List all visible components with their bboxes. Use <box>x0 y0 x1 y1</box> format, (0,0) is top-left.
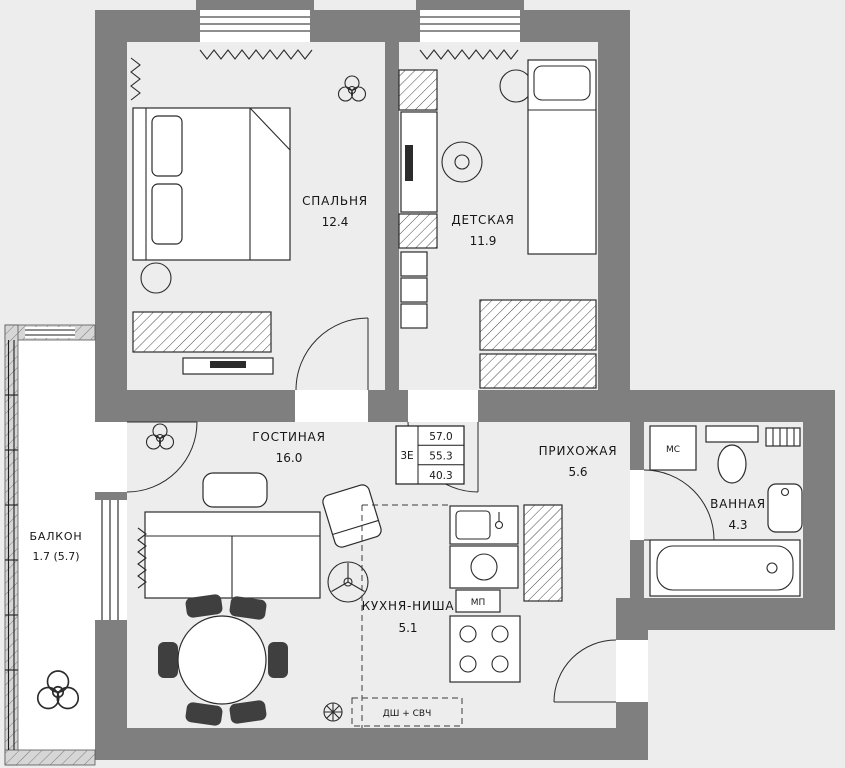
balcony-label: БАЛКОН 1.7 (5.7) <box>30 530 83 563</box>
living-furniture <box>137 423 382 726</box>
bedroom-label: СПАЛЬНЯ 12.4 <box>302 194 368 229</box>
window-bedroom <box>200 10 310 42</box>
bathroom-name: ВАННАЯ <box>710 497 766 511</box>
bedroom-area: 12.4 <box>322 215 349 229</box>
bathtub <box>649 539 801 597</box>
hallway-area: 5.6 <box>568 465 587 479</box>
window-sill <box>196 0 314 10</box>
balcony-door-opening <box>95 422 127 492</box>
bathroom-area: 4.3 <box>728 518 747 532</box>
area-living: 40.3 <box>429 470 452 482</box>
plant-icon <box>337 75 367 102</box>
outer-walls <box>95 0 835 760</box>
kids-name: ДЕТСКАЯ <box>451 213 514 227</box>
bedroom-door-opening <box>295 390 368 422</box>
oven-microwave-zone <box>351 697 463 727</box>
dining-set <box>158 594 288 726</box>
oven-microwave-label: ДШ + СВЧ <box>383 709 432 719</box>
rug <box>499 69 533 103</box>
armchair <box>322 484 382 548</box>
bathroom-door-opening <box>630 470 644 540</box>
balcony-glazing <box>5 327 75 750</box>
room-labels: СПАЛЬНЯ 12.4 ДЕТСКАЯ 11.9 ГОСТИНАЯ 16.0 … <box>30 194 766 635</box>
kids-furniture <box>398 49 597 389</box>
hallway-wardrobe <box>523 504 563 602</box>
kids-bed <box>527 59 597 255</box>
toilet <box>705 425 759 484</box>
kids-label: ДЕТСКАЯ 11.9 <box>451 213 514 248</box>
balcony-area: 1.7 (5.7) <box>32 550 79 563</box>
info-table: 3Е 57.0 55.3 40.3 <box>395 425 465 485</box>
kitchen-sink-unit <box>449 505 519 545</box>
living-name: ГОСТИНАЯ <box>252 430 325 444</box>
kids-wardrobe <box>479 299 597 389</box>
area-reduced: 55.3 <box>429 451 452 463</box>
bathroom-label: ВАННАЯ 4.3 <box>710 497 766 532</box>
appliance-symbol-icon <box>323 702 343 722</box>
kitchen-area: 5.1 <box>398 621 417 635</box>
dishwasher-label-box <box>455 589 501 613</box>
dining-table <box>177 615 267 705</box>
bathroom-fixtures: МС <box>649 425 803 597</box>
dishwasher-label: МП <box>471 598 486 608</box>
washing-machine: МС <box>649 425 697 471</box>
plant-icon <box>145 423 175 450</box>
entrance-door <box>553 639 617 703</box>
insulation-zigzag <box>199 49 313 60</box>
bedroom-name: СПАЛЬНЯ <box>302 194 368 208</box>
window-living-balcony <box>95 500 127 620</box>
balcony-door <box>126 421 198 493</box>
living-area: 16.0 <box>276 451 303 465</box>
bedroom-furniture <box>130 49 367 375</box>
bedroom-wardrobe <box>132 311 272 353</box>
sofa <box>137 511 321 599</box>
desk-shelf <box>398 213 438 249</box>
bedroom-door <box>295 317 369 391</box>
coffee-table <box>202 472 268 508</box>
layout-type: 3Е <box>400 450 413 462</box>
entrance-door-opening <box>616 640 648 702</box>
kitchen-name: КУХНЯ-НИША <box>362 599 455 613</box>
hallway-name: ПРИХОЖАЯ <box>539 444 618 458</box>
hallway-label: ПРИХОЖАЯ 5.6 <box>539 444 618 479</box>
window-sill <box>416 0 524 10</box>
insulation-zigzag <box>130 57 141 101</box>
kids-door-opening <box>408 390 478 422</box>
pouf <box>140 262 172 294</box>
insulation-zigzag <box>419 49 519 60</box>
bathroom-sink <box>767 483 803 533</box>
desk-shelf <box>398 69 438 111</box>
office-chair <box>441 141 483 183</box>
tv-stand <box>182 357 274 375</box>
window-kids <box>420 10 520 42</box>
wall-bedroom-kids <box>385 42 399 390</box>
kids-area: 11.9 <box>470 234 497 248</box>
area-total: 57.0 <box>429 431 452 443</box>
kitchen-furniture: МП ДШ + СВЧ <box>323 504 563 728</box>
kitchen-label: КУХНЯ-НИША 5.1 <box>362 599 455 635</box>
stove <box>449 615 521 683</box>
washing-machine-label: МС <box>666 445 680 455</box>
balcony-name: БАЛКОН <box>30 530 83 543</box>
desk <box>400 111 438 213</box>
balcony-structure <box>4 324 96 766</box>
openings <box>95 10 648 702</box>
wall-rooms-living <box>127 390 630 422</box>
drawers <box>400 251 428 329</box>
bathroom-door <box>643 469 715 541</box>
towel-radiator-icon <box>765 427 801 447</box>
double-bed <box>132 107 291 261</box>
dishwasher-unit <box>449 545 519 589</box>
living-label: ГОСТИНАЯ 16.0 <box>252 430 325 465</box>
